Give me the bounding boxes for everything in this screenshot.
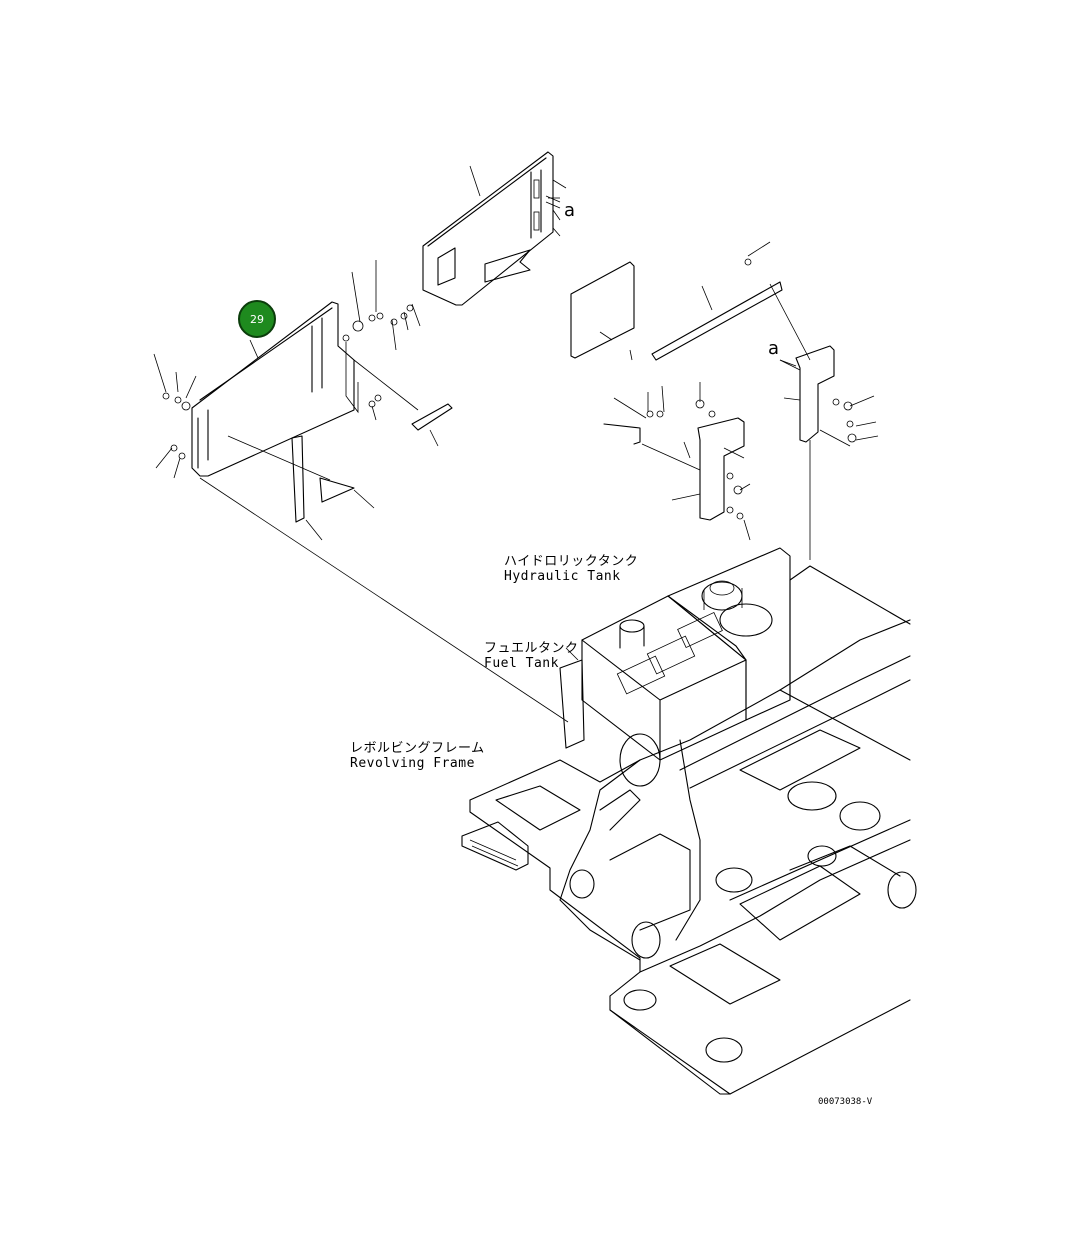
side-panel-29 — [191, 301, 355, 481]
fasteners-left — [153, 260, 421, 479]
fuel-tank-label-en: Fuel Tank — [484, 656, 559, 671]
reference-mark-a-right: a — [768, 338, 780, 359]
label-leaders — [545, 201, 797, 661]
revolving-frame-label-en: Revolving Frame — [350, 756, 475, 771]
hydraulic-tank-label-en: Hydraulic Tank — [504, 569, 621, 584]
hydraulic-tank-label-jp: ハイドロリックタンク — [504, 554, 639, 569]
assembly-lines — [199, 195, 811, 723]
right-brackets — [603, 241, 879, 541]
small-plates — [291, 403, 453, 541]
fuel-tank — [559, 595, 747, 761]
fuel-tank-label-jp: フュエルタンク — [484, 641, 579, 656]
gasket-sheet — [570, 261, 635, 361]
rear-cover-upper — [422, 151, 567, 306]
revolving-frame-label-jp: レボルビングフレーム — [350, 741, 485, 756]
callout-29-badge[interactable]: 29 — [238, 300, 276, 338]
drawing-number: 00073038-V — [818, 1097, 873, 1107]
revolving-frame — [461, 565, 917, 1095]
reference-mark-a-upper: a — [564, 200, 576, 221]
